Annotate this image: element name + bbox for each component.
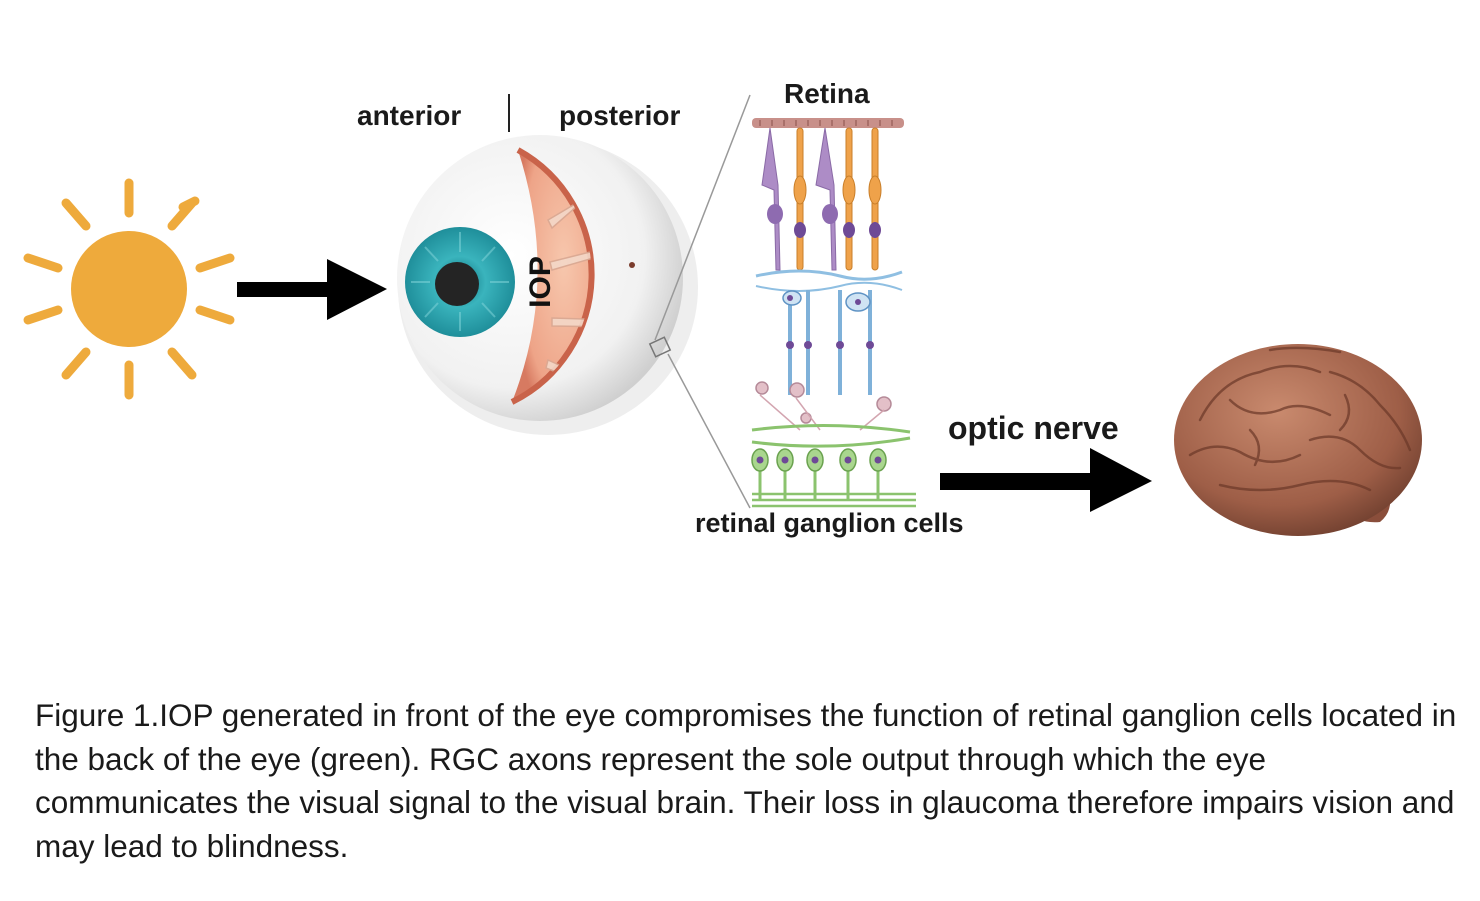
label-retina: Retina [784, 78, 870, 109]
label-optic-nerve: optic nerve [948, 410, 1119, 446]
eye-to-brain-diagram [23, 94, 1422, 536]
brain-illustration [1174, 344, 1422, 536]
label-retinal-ganglion-cells: retinal ganglion cells [695, 508, 964, 538]
figure-caption: Figure 1.IOP generated in front of the e… [35, 697, 1457, 864]
label-anterior: anterior [357, 100, 462, 131]
sun-icon [23, 178, 235, 400]
retina-layers-illustration [751, 118, 916, 508]
arrow-right-icon [237, 259, 387, 320]
label-iop: IOP [524, 256, 557, 308]
label-posterior: posterior [559, 100, 681, 131]
eyeball-illustration [397, 135, 698, 435]
arrow-right-icon [940, 448, 1152, 512]
zoom-lines [654, 94, 751, 509]
